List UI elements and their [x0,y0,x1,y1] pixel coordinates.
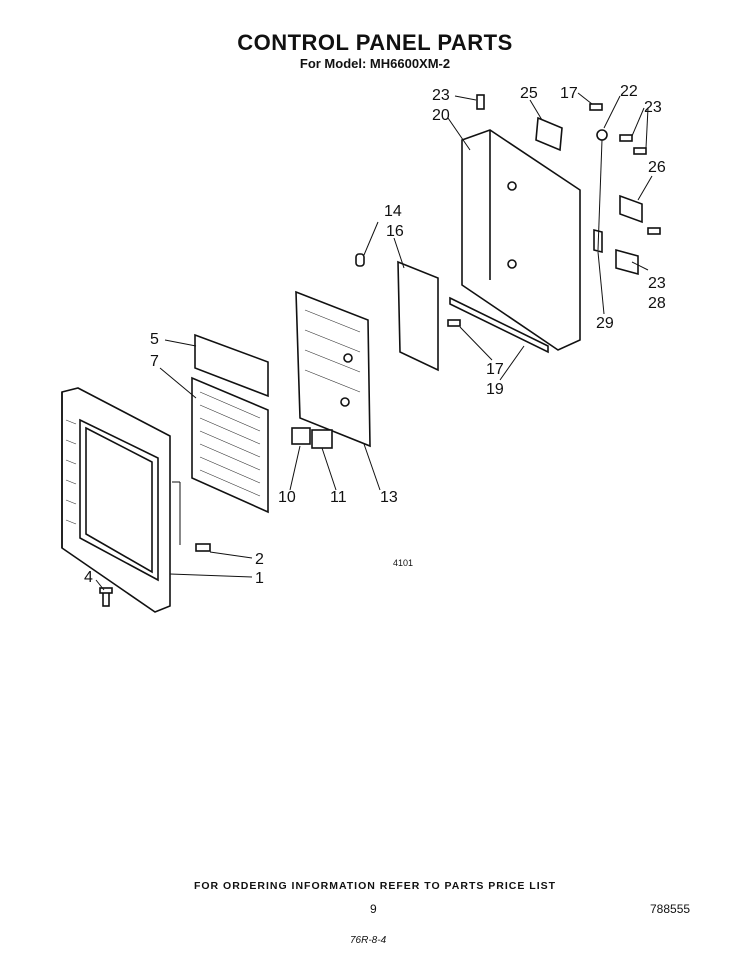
callout-22: 22 [620,83,638,100]
callout-17-upper: 17 [560,85,578,102]
screw-4 [99,587,113,607]
part-25 [535,116,563,152]
membrane-7 [191,376,269,514]
document-code: 788555 [650,902,691,916]
callout-2: 2 [255,551,264,568]
callout-16: 16 [386,223,404,240]
callout-23-lower: 23 [648,275,666,292]
callout-20: 20 [432,107,450,124]
leader-lines [95,92,653,591]
part-28 [615,248,639,276]
shield-16 [397,260,439,372]
part-22 [596,129,608,141]
callout-26: 26 [648,159,666,176]
switch-10 [291,427,311,445]
print-code: 76R-8-4 [350,935,387,946]
part-26 [619,194,643,224]
screw-23-right-b [633,147,647,155]
control-panel-frame [61,387,171,613]
bracket-20 [461,129,581,351]
page-number: 9 [370,902,377,916]
screw-23-top [476,94,485,110]
screw-17a [447,319,461,327]
callout-28: 28 [648,295,666,312]
screw-2 [195,543,211,552]
model-subtitle: For Model: MH6600XM-2 [299,56,451,71]
callout-7: 7 [150,353,159,370]
overlay-5 [194,333,269,398]
callout-10: 10 [278,489,296,506]
clip-14 [355,253,365,267]
strip-19 [449,296,549,354]
callout-17-lower: 17 [486,361,504,378]
callout-1: 1 [255,570,264,587]
callout-19: 19 [486,381,504,398]
callout-29: 29 [596,315,614,332]
callout-11: 11 [330,489,347,506]
screw-17b [589,103,603,111]
switch-11 [311,429,333,449]
screw-23-lower [647,227,661,235]
figure-code: 4101 [393,558,414,568]
ordering-info-note: FOR ORDERING INFORMATION REFER TO PARTS … [193,880,557,892]
callout-23-top: 23 [432,87,450,104]
callout-13: 13 [380,489,398,506]
callout-23-right: 23 [644,99,662,116]
callout-14: 14 [384,203,402,220]
circuit-board-13 [295,290,371,448]
callout-4: 4 [84,569,93,586]
callout-5: 5 [150,331,159,348]
callout-25: 25 [520,85,538,102]
page-title: CONTROL PANEL PARTS [237,30,513,55]
screw-23-right-a [619,134,633,142]
